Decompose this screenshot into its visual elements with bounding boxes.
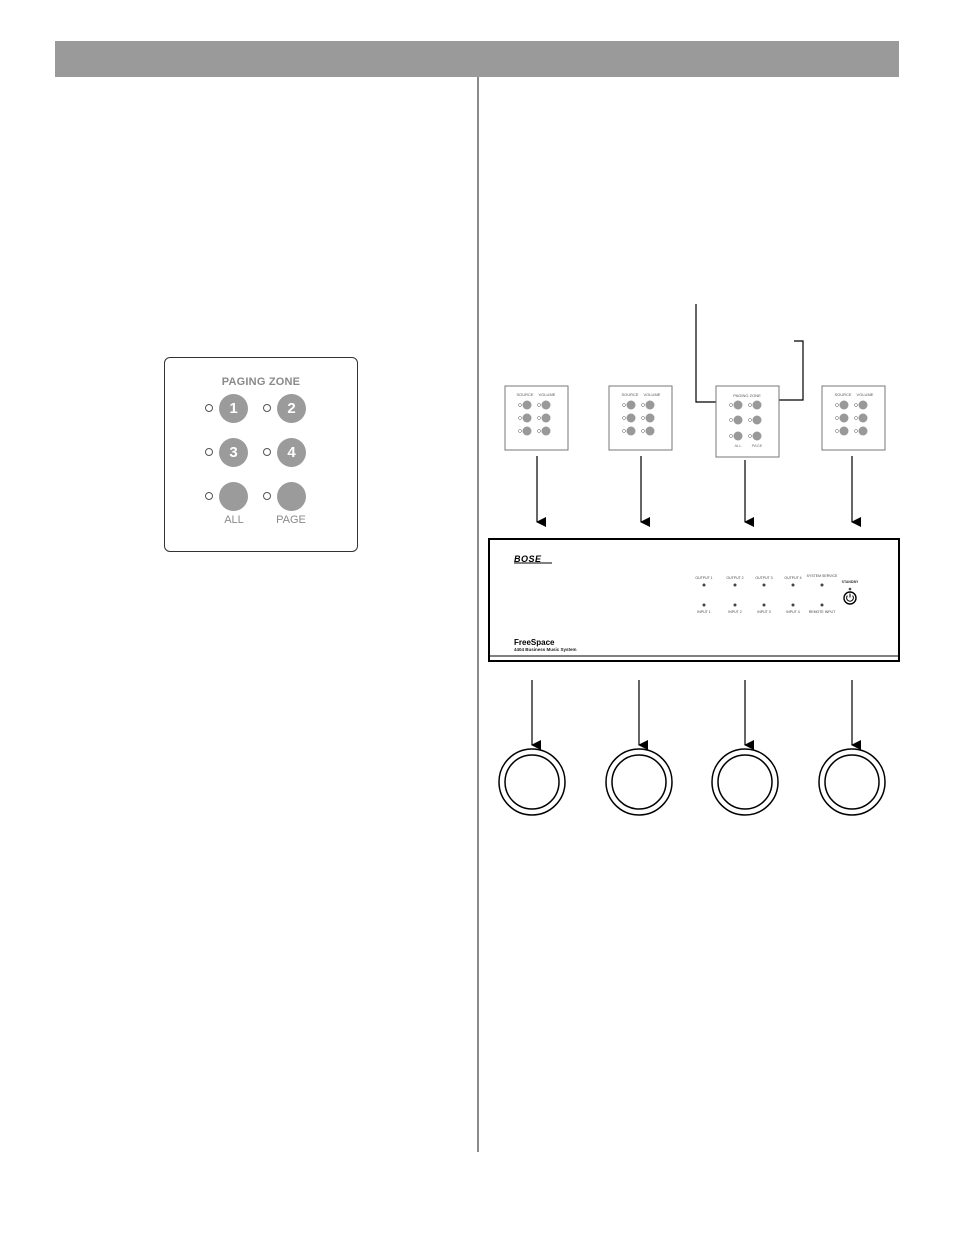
- wc2-volume-label: VOLUME: [644, 392, 661, 397]
- zone-4-led: [263, 448, 271, 456]
- zone-3-led: [205, 448, 213, 456]
- speaker-2-icon: [605, 748, 673, 816]
- speaker-1-icon: [498, 748, 566, 816]
- product-subtitle: 4404 Business Music System: [514, 647, 577, 652]
- wc3-all-label: ALL: [734, 443, 742, 448]
- wall-control-2: SOURCE VOLUME: [608, 385, 673, 451]
- page-label: PAGE: [276, 514, 306, 526]
- zone-4-button: 4: [277, 438, 306, 467]
- wc4-source-label: SOURCE: [834, 392, 851, 397]
- standby-label: STANDBY: [842, 580, 859, 584]
- header-bar: [55, 41, 899, 77]
- column-divider: [477, 77, 479, 1152]
- product-name: FreeSpace: [514, 638, 555, 647]
- zone-3-button: 3: [219, 438, 248, 467]
- wc3-paging-label: PAGING ZONE: [733, 393, 761, 398]
- paging-zone-panel: PAGING ZONE 1 2 3 4 ALL PAGE: [164, 357, 358, 552]
- speaker-3-icon: [711, 748, 779, 816]
- bose-logo: BOSE: [514, 554, 542, 564]
- all-led: [205, 492, 213, 500]
- output-4-label: OUTPUT 4: [784, 576, 801, 580]
- power-symbol-icon: [846, 595, 854, 602]
- output-3-label: OUTPUT 3: [755, 576, 772, 580]
- output-2-label: OUTPUT 2: [726, 576, 743, 580]
- input-4-label: INPUT 4: [786, 610, 799, 614]
- system-service-label: SYSTEM SERVICE: [807, 574, 838, 578]
- wc3-page-label: PAGE: [752, 443, 763, 448]
- remote-input-label: REMOTE INPUT: [809, 610, 836, 614]
- wall-control-1: SOURCE VOLUME: [504, 385, 569, 451]
- output-1-label: OUTPUT 1: [695, 576, 712, 580]
- page-led: [263, 492, 271, 500]
- wc1-source-label: SOURCE: [516, 392, 533, 397]
- input-1-label: INPUT 1: [697, 610, 710, 614]
- all-label: ALL: [224, 514, 244, 526]
- speaker-4-icon: [818, 748, 886, 816]
- paging-zone-title: PAGING ZONE: [221, 376, 301, 388]
- power-button-icon: [843, 591, 857, 605]
- zone-1-led: [205, 404, 213, 412]
- zone-1-button: 1: [219, 394, 248, 423]
- all-button: [219, 482, 248, 511]
- wc4-volume-label: VOLUME: [857, 392, 874, 397]
- wall-control-3-paging: PAGING ZONE ALL PAGE: [715, 385, 780, 458]
- page-button: [277, 482, 306, 511]
- input-3-label: INPUT 3: [757, 610, 770, 614]
- amplifier-front-panel: BOSE OUTPUT 1 OUTPUT 2 OUTPUT 3 OUTPUT 4…: [488, 538, 900, 662]
- callout-line-right: [759, 340, 804, 401]
- input-2-label: INPUT 2: [728, 610, 741, 614]
- wc1-volume-label: VOLUME: [539, 392, 556, 397]
- wc2-source-label: SOURCE: [621, 392, 638, 397]
- wall-control-4: SOURCE VOLUME: [821, 385, 886, 451]
- zone-2-button: 2: [277, 394, 306, 423]
- zone-2-led: [263, 404, 271, 412]
